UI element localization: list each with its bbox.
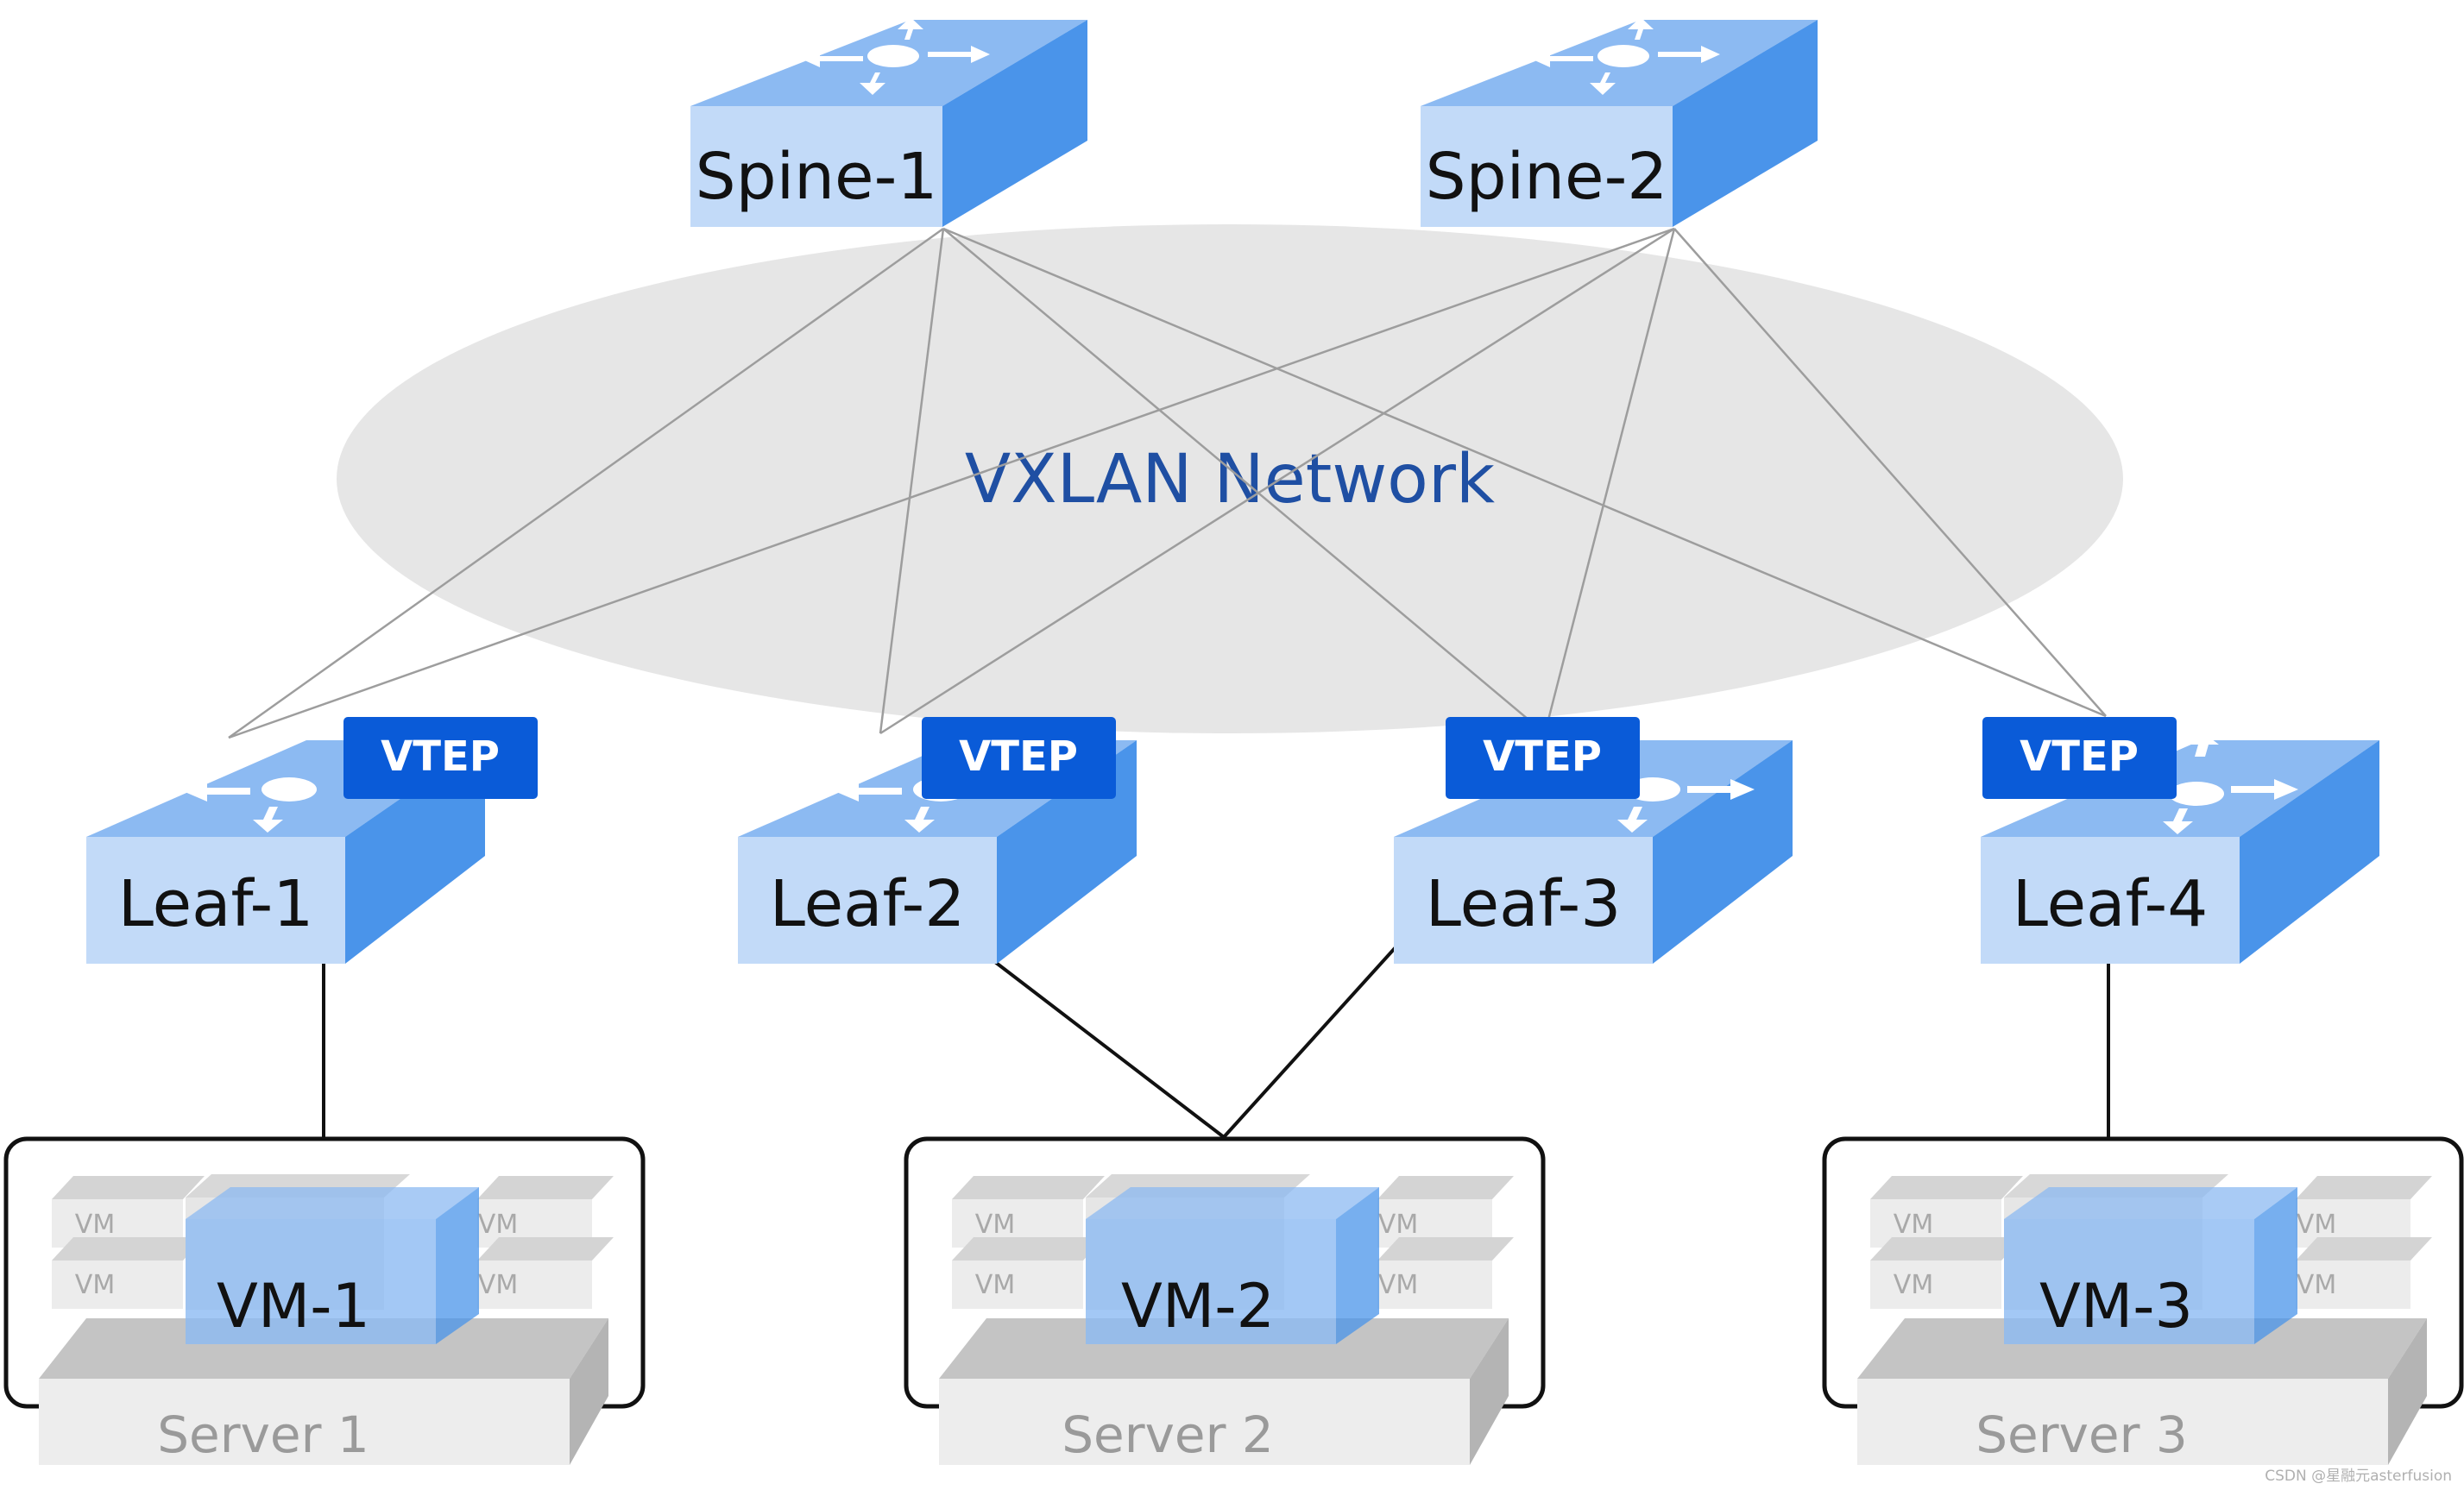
small-vm-label: VM [75,1270,115,1300]
link-spine1-leaf4 [942,227,2107,718]
small-vm-right-bottom: VM [1377,1237,1514,1309]
small-vm-label: VM [1378,1270,1418,1300]
switch-front [86,837,345,964]
link-spine2-leaf1 [228,227,1675,739]
spine-switch-2: Spine-2 [1421,17,1818,227]
server-1-label: Server 1 [157,1405,369,1464]
spine-1-label: Spine-1 [696,140,938,214]
link-spine1-leaf1 [228,227,944,739]
switch-side [2240,740,2379,964]
arrows-icon [1531,17,1720,95]
link-leaf2-server2 [993,960,1226,1139]
leaf-switch-3: VTEP Leaf-3 [1394,717,1793,964]
link-spine1-leaf3 [942,228,1546,734]
small-vm-label: VM [975,1270,1015,1300]
small-vm-label: VM [478,1210,518,1240]
server-side [1470,1318,1509,1465]
vm-1-highlight [186,1187,479,1344]
link-leaf3-server2 [1222,946,1397,1139]
vtep-label: VTEP [2020,732,2139,781]
spine-switch-1: Spine-1 [690,17,1087,227]
leaf-switch-1: VTEP Leaf-1 [86,717,538,964]
switch-front [1421,106,1673,227]
server-2: VM VM VM VM VM-2 Server 2 [904,1136,1546,1465]
leaf-4-label: Leaf-4 [2013,867,2209,941]
vxlan-network-label: VXLAN Network [965,441,1495,519]
server-top [939,1318,1509,1379]
server-2-label: Server 2 [1062,1405,1274,1464]
leaf-switch-2: VTEP Leaf-2 [738,717,1137,964]
link-spine2-leaf3 [1543,228,1676,734]
vm-2-label: VM-2 [1121,1271,1275,1342]
arrows-icon [2163,732,2298,834]
small-vm-label: VM [1378,1210,1418,1240]
arrows-icon [183,777,317,833]
leaf-3-label: Leaf-3 [1426,867,1622,941]
small-vm-label: VM [1894,1270,1933,1300]
link-spine1-leaf2 [879,228,945,734]
small-vm-left-top: VM [952,1176,1105,1248]
vtep-badge [1982,717,2177,799]
small-vm-left-bottom: VM [52,1237,205,1309]
small-vm-right-bottom: VM [2296,1237,2432,1309]
vtep-label: VTEP [381,732,500,781]
switch-side [1673,20,1818,227]
small-vm-left-bottom: VM [952,1237,1105,1309]
vm-3-highlight [2004,1187,2297,1344]
vtep-badge [1446,717,1640,799]
small-vm-label: VM [2297,1270,2336,1300]
vm-3-label: VM-3 [2039,1271,2193,1342]
vtep-badge [922,717,1116,799]
switch-side [942,20,1087,227]
server-3-label: Server 3 [1976,1405,2188,1464]
switch-front [1981,837,2240,964]
small-vm-label: VM [478,1270,518,1300]
arrows-icon [801,17,990,95]
server-side [2388,1318,2427,1465]
server-front [39,1379,570,1465]
leaf-1-label: Leaf-1 [118,867,314,941]
switch-front [738,837,997,964]
switch-front [690,106,942,227]
spine-2-label: Spine-2 [1426,140,1668,214]
small-vm-left-bottom: VM [1870,1237,2023,1309]
vtep-badge [343,717,538,799]
server-top [1857,1318,2427,1379]
leaf-switch-4: VTEP Leaf-4 [1981,717,2379,964]
vtep-label: VTEP [1483,732,1602,781]
server-3: VM VM VM VM VM-3 Server 3 [1822,1136,2464,1465]
link-spine2-leaf2 [879,227,1675,735]
server-top [39,1318,608,1379]
server-front [939,1379,1470,1465]
leaf-2-label: Leaf-2 [770,867,966,941]
link-spine2-leaf4 [1673,228,2107,717]
small-vm-left-top: VM [52,1176,205,1248]
server-side [570,1318,608,1465]
small-vm-left-top: VM [1870,1176,2023,1248]
server-front [1857,1379,2388,1465]
vtep-label: VTEP [959,732,1078,781]
small-vm-label: VM [975,1210,1015,1240]
watermark-text: CSDN @星融元asterfusion [2265,1468,2452,1485]
server-1: VM VM VM VM VM-1 Server 1 [3,1136,646,1465]
small-vm-right-bottom: VM [477,1237,614,1309]
small-vm-label: VM [1894,1210,1933,1240]
vxlan-network-ellipse [337,224,2123,733]
vm-2-highlight [1086,1187,1379,1344]
small-vm-label: VM [75,1210,115,1240]
switch-side [1653,740,1793,964]
leaf-server-links [322,946,2110,1139]
spine-leaf-links [228,227,2107,739]
switch-front [1394,837,1653,964]
vm-1-label: VM-1 [217,1271,370,1342]
small-vm-label: VM [2297,1210,2336,1240]
